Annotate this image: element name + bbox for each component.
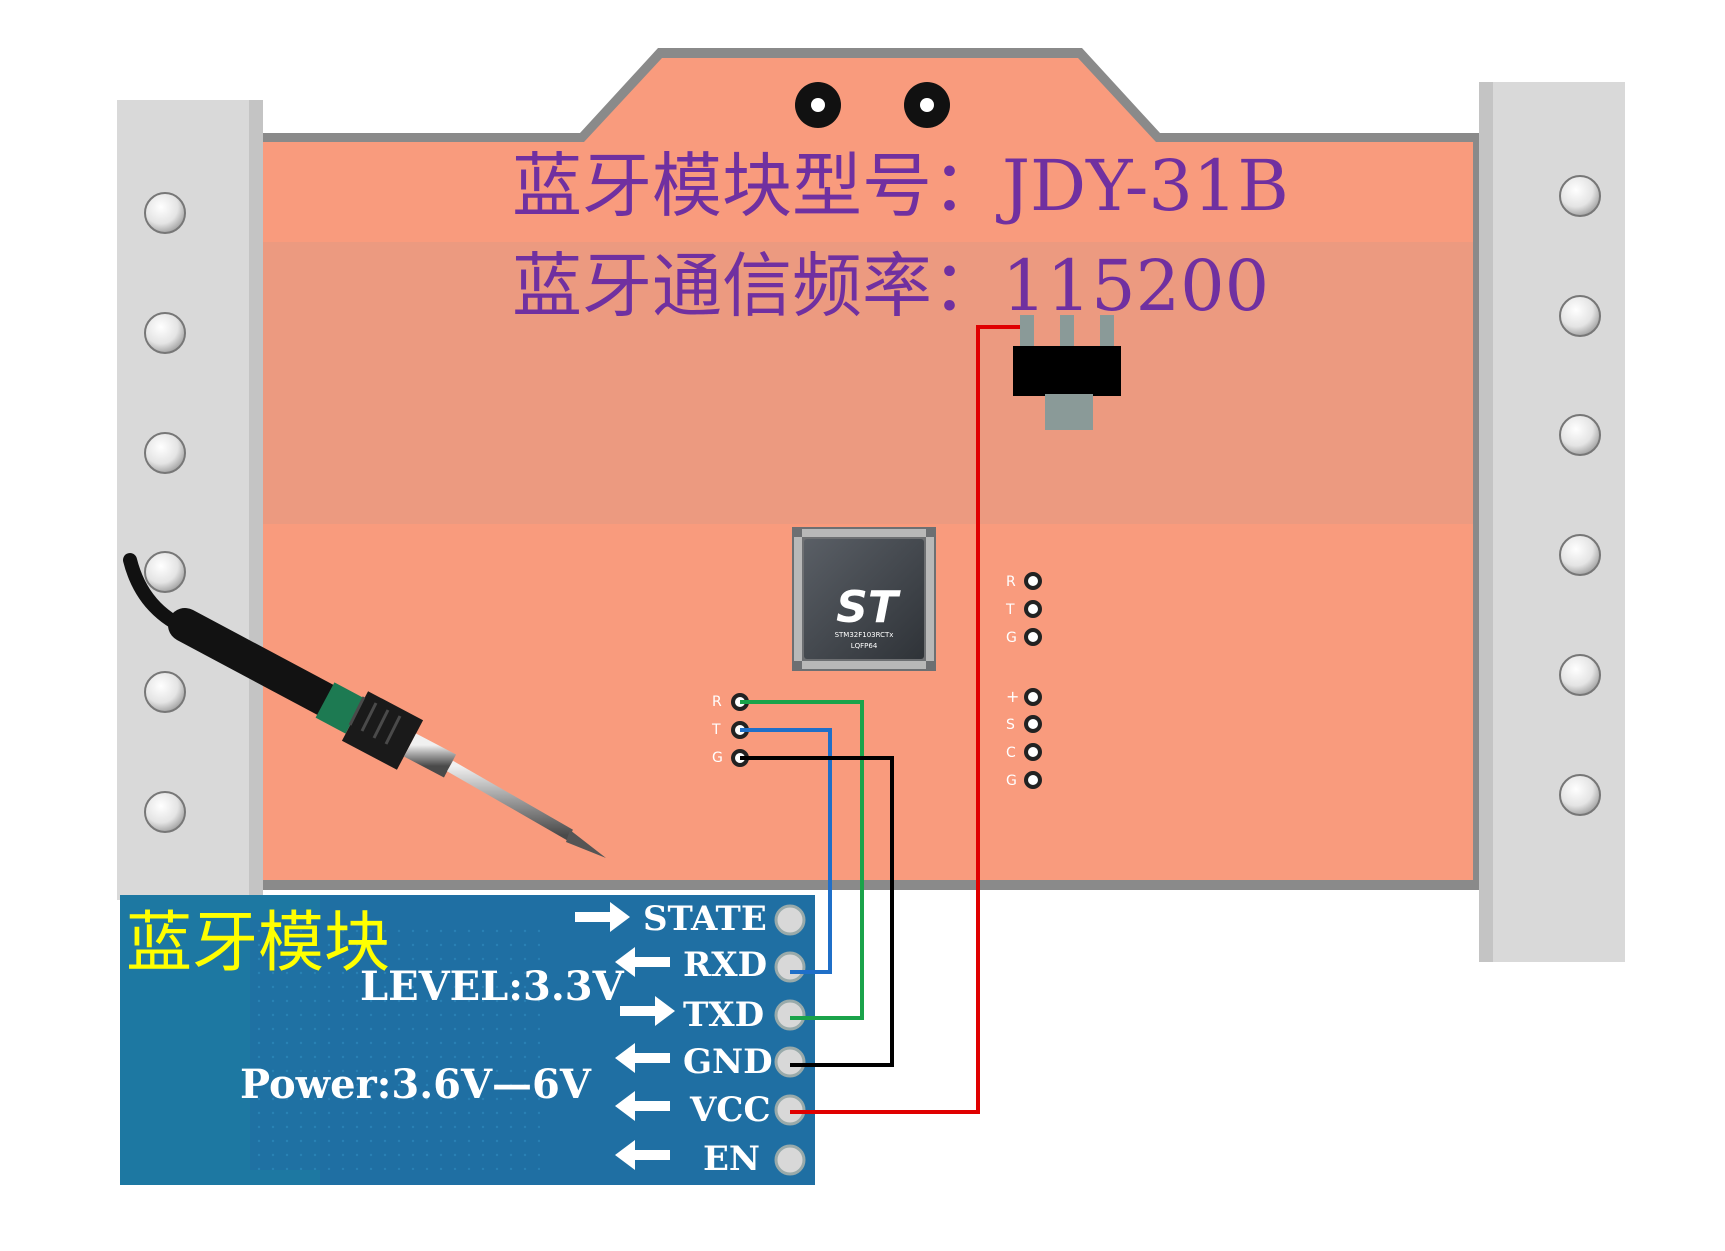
wire-reg-to-vcc — [790, 325, 1020, 1114]
soldering-iron-icon — [123, 553, 606, 858]
mounting-hole-icon — [144, 432, 186, 474]
header-pin-label: + — [1006, 687, 1019, 706]
mounting-hole-icon — [1559, 295, 1601, 337]
module-model-text: 蓝牙模块型号：JDY-31B — [512, 145, 1289, 227]
module-pin-vcc: VCC — [689, 1090, 771, 1130]
module-pin-gnd: GND — [683, 1042, 773, 1082]
voltage-regulator-icon — [1013, 315, 1121, 430]
top-indicators — [795, 82, 950, 128]
module-pin-pads — [774, 904, 806, 1176]
mounting-holes-right — [1559, 175, 1601, 816]
right-header-bottom: + S C G — [1006, 687, 1042, 789]
mounting-hole-icon — [1559, 654, 1601, 696]
uart-pin-label: R — [712, 694, 722, 710]
mounting-hole-icon — [1559, 175, 1601, 217]
mounting-hole-icon — [1559, 774, 1601, 816]
header-pin-label: G — [1006, 773, 1017, 789]
header-pin-label: G — [1006, 630, 1017, 646]
header-pin — [1024, 572, 1042, 590]
mounting-hole-icon — [144, 671, 186, 713]
baud-rate-text: 蓝牙通信频率：115200 — [512, 245, 1269, 327]
header-pin — [1024, 743, 1042, 761]
mcu-chip: ST STM32F103RCTx LQFP64 — [792, 527, 936, 671]
enclosure — [117, 48, 1625, 962]
wire-t-to-rxd — [740, 728, 832, 974]
header-pin-label: R — [1006, 574, 1016, 590]
right-rail — [1479, 82, 1625, 962]
mounting-hole-icon — [144, 192, 186, 234]
module-pin-rxd: RXD — [683, 945, 767, 985]
mounting-holes-left — [144, 192, 186, 833]
wires — [740, 325, 1020, 1114]
module-level-text: LEVEL:3.3V — [360, 963, 625, 1010]
chip-part-number: STM32F103RCTx — [835, 631, 894, 639]
wire-g-to-gnd — [740, 756, 894, 1067]
header-pin-label: S — [1006, 717, 1015, 733]
header-pin-label: C — [1006, 745, 1016, 761]
mounting-hole-icon — [1559, 414, 1601, 456]
chip-logo: ST — [836, 582, 901, 633]
header-pin — [1024, 688, 1042, 706]
module-title: 蓝牙模块 — [126, 904, 390, 981]
header-pin — [1024, 600, 1042, 618]
wire-r-to-txd — [740, 700, 864, 1020]
right-header-top: R T G — [1005, 572, 1042, 646]
module-pin-txd: TXD — [683, 995, 764, 1035]
bluetooth-module: 蓝牙模块 LEVEL:3.3V Power:3.6V—6V STATE RXD … — [120, 895, 815, 1185]
module-power-text: Power:3.6V—6V — [240, 1061, 592, 1108]
mounting-hole-icon — [144, 312, 186, 354]
chip-package: LQFP64 — [851, 642, 878, 650]
header-pin — [1024, 715, 1042, 733]
pin-arrows — [575, 902, 675, 1170]
uart-pin-label: T — [711, 722, 721, 738]
mounting-hole-icon — [144, 551, 186, 593]
header-pin-label: T — [1005, 602, 1015, 618]
mounting-hole-icon — [144, 791, 186, 833]
board-upper-shade — [262, 242, 1473, 524]
uart-pin-label: G — [712, 750, 723, 766]
module-pin-state: STATE — [643, 899, 767, 939]
header-pin — [1024, 771, 1042, 789]
mounting-hole-icon — [1559, 534, 1601, 576]
left-rail — [117, 100, 263, 900]
module-pin-en: EN — [703, 1139, 760, 1179]
header-pin — [1024, 628, 1042, 646]
